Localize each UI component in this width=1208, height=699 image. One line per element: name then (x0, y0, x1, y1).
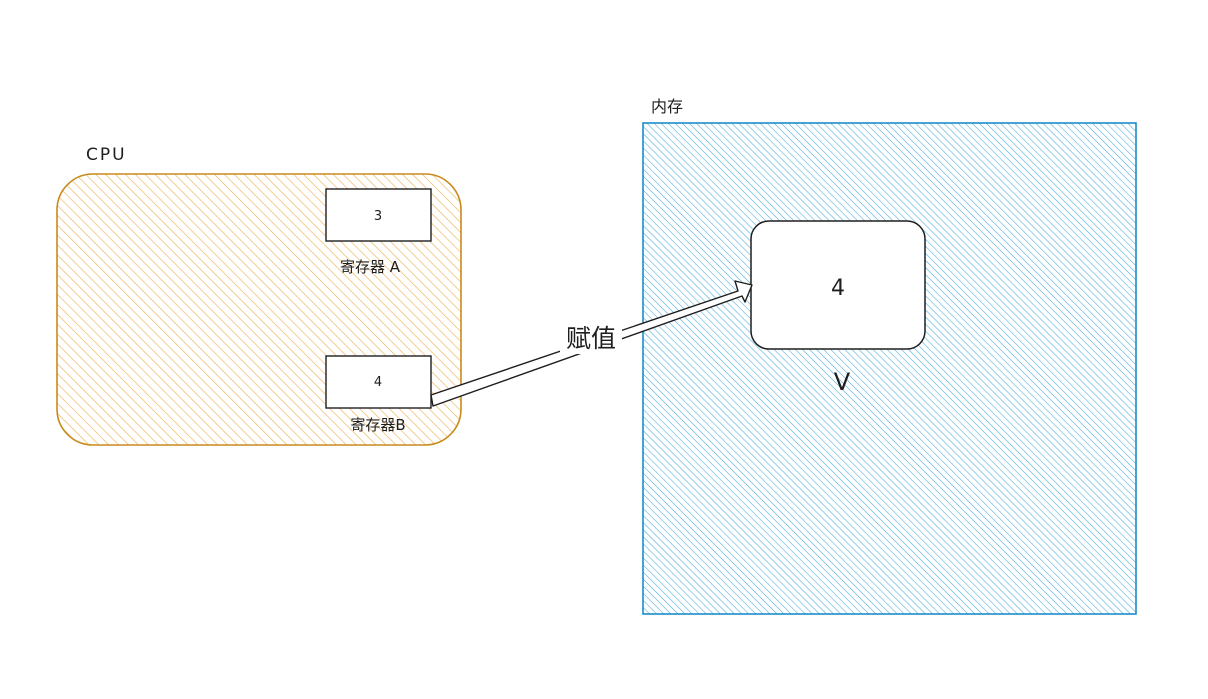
register-a: 3 寄存器 A (325, 188, 432, 276)
register-b: 4 寄存器B (325, 355, 432, 434)
register-b-box (325, 355, 432, 409)
register-a-label: 寄存器 A (340, 258, 401, 276)
register-b-label: 寄存器B (350, 416, 405, 434)
assign-arrow: 赋值 (430, 280, 753, 407)
memory-cell-value: 4 (831, 276, 845, 301)
register-b-value: 4 (374, 375, 382, 390)
assign-label: 赋值 (566, 324, 616, 353)
register-a-box (325, 188, 432, 242)
memory-cell-label: V (834, 368, 851, 396)
assign-label-bg (560, 320, 622, 354)
memory-label: 内存 (651, 97, 683, 116)
memory-block: 内存 4 V (642, 97, 1137, 615)
cpu-label: CPU (86, 145, 127, 165)
register-a-value: 3 (374, 209, 382, 224)
memory-box (642, 122, 1137, 615)
cpu-block: CPU 3 寄存器 A 4 寄存器B (56, 145, 462, 446)
